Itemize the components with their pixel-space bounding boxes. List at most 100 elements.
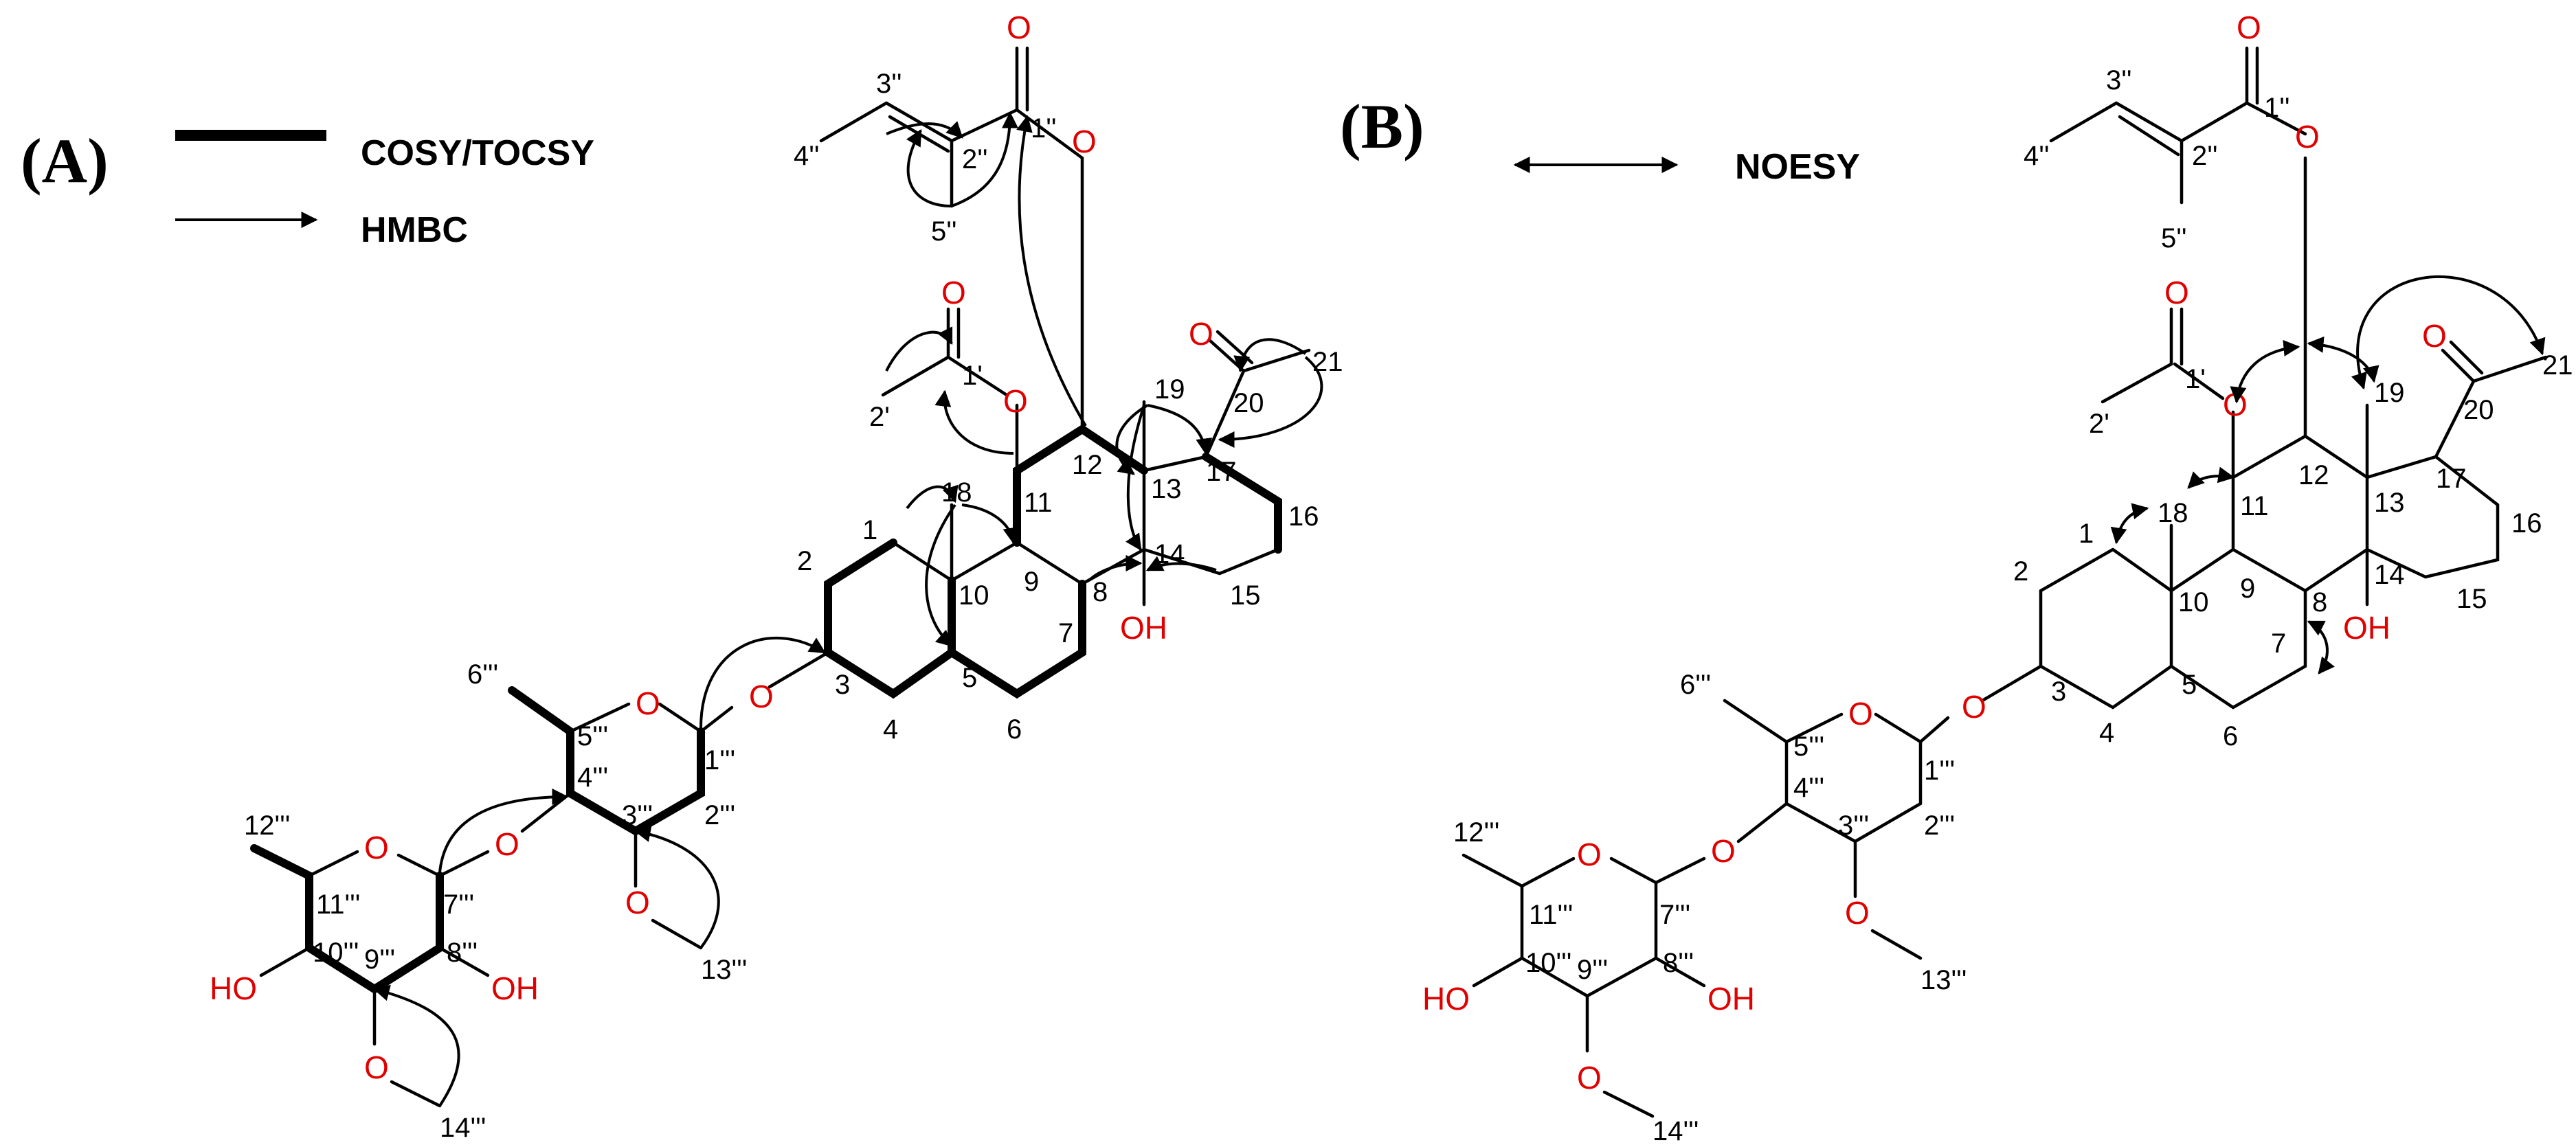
c10-hydroxyl: HO [210, 971, 257, 1006]
b-label-c12ppp: 12''' [1453, 817, 1499, 848]
hmbc-correlations [372, 111, 1323, 1107]
b-label-c11ppp: 11''' [1529, 900, 1573, 930]
b-label-c7ppp: 7''' [1659, 900, 1690, 930]
b-label-c4pp: 4'' [2024, 141, 2050, 171]
label-c18: 18 [941, 477, 972, 508]
ester-o: O [1072, 124, 1097, 159]
b-label-c6: 6 [2223, 721, 2238, 751]
b-c3-methoxy-o: O [1845, 895, 1870, 931]
b-label-c10ppp: 10''' [1525, 948, 1571, 978]
b-label-c18: 18 [2158, 498, 2188, 528]
ketone-o: O [1189, 316, 1213, 352]
panel-a-label: (A) [21, 126, 109, 196]
b-label-c9ppp: 9''' [1577, 955, 1608, 985]
panel-b-label: (B) [1340, 91, 1424, 161]
label-c17: 17 [1206, 457, 1237, 487]
b-label-c5ppp: 5''' [1793, 732, 1824, 762]
b-label-c1ppp: 1''' [1924, 756, 1955, 786]
b-c10-hydroxyl: HO [1422, 981, 1470, 1017]
label-c15: 15 [1230, 580, 1261, 611]
sugar1-ring-o: O [636, 685, 660, 721]
b-label-c11: 11 [2240, 491, 2269, 521]
b-label-c15: 15 [2456, 584, 2487, 614]
label-c8: 8 [1093, 577, 1108, 607]
label-c3ppp: 3''' [622, 800, 653, 830]
label-c13: 13 [1151, 474, 1182, 504]
b-label-c14: 14 [2374, 560, 2405, 590]
b-label-c20: 20 [2463, 395, 2494, 425]
b-c8-hydroxyl: OH [1707, 981, 1755, 1017]
noesy-correlations [2110, 275, 2546, 674]
c9-methoxy-o: O [364, 1050, 389, 1085]
molecule-b: O O O O O OH O O O O O OH HO O 1 2 3 4 5… [1422, 10, 2573, 1145]
label-c12: 12 [1072, 450, 1103, 480]
b-label-c4: 4 [2099, 718, 2114, 748]
label-c11: 11 [1024, 488, 1053, 518]
b-c14-hydroxyl: OH [2343, 610, 2390, 646]
label-c7ppp: 7''' [443, 889, 474, 920]
b-label-c8: 8 [2312, 587, 2327, 617]
label-c6ppp: 6''' [467, 659, 498, 690]
b-label-c9: 9 [2240, 574, 2255, 604]
b-label-c2p: 2' [2089, 409, 2109, 439]
b-label-c8ppp: 8''' [1663, 948, 1694, 978]
b-label-c12: 12 [2298, 460, 2329, 490]
c14-hydroxyl: OH [1120, 610, 1167, 646]
label-c10: 10 [959, 580, 989, 611]
noesy-legend-label: NOESY [1735, 147, 1860, 187]
label-c2pp: 2'' [962, 144, 988, 174]
b-sugar2-ring-o: O [1577, 837, 1602, 872]
label-c4ppp: 4''' [577, 762, 608, 793]
b-interglycosidic-o: O [1711, 833, 1736, 869]
label-c4: 4 [883, 714, 898, 745]
label-c11ppp: 11''' [316, 889, 360, 920]
label-c5: 5 [962, 663, 977, 693]
b-label-c19: 19 [2374, 378, 2405, 408]
label-c1ppp: 1''' [704, 745, 735, 775]
acetyl-o: O [1003, 383, 1028, 419]
b-label-c3: 3 [2051, 677, 2066, 707]
label-c1: 1 [862, 515, 877, 545]
interglycosidic-o: O [495, 826, 519, 862]
molecule-a: O O O O O OH O O O O O OH HO O 1 2 3 4 5… [210, 10, 1343, 1143]
label-c2p: 2' [869, 402, 890, 432]
label-c5pp: 5'' [931, 216, 957, 247]
label-c10ppp: 10''' [313, 938, 359, 968]
b-label-c6ppp: 6''' [1680, 670, 1711, 700]
b-label-c4ppp: 4''' [1793, 773, 1824, 803]
label-c1p: 1' [962, 361, 983, 391]
b-acetyl-carbonyl-o: O [2164, 275, 2189, 310]
b-label-c5pp: 5'' [2161, 223, 2187, 253]
b-label-c1p: 1' [2185, 364, 2206, 394]
label-c9ppp: 9''' [364, 944, 395, 975]
b-label-c16: 16 [2511, 508, 2542, 539]
b-label-c7: 7 [2271, 628, 2286, 659]
label-c8ppp: 8''' [447, 938, 478, 968]
label-c7: 7 [1058, 618, 1073, 648]
hmbc-legend-label: HMBC [361, 210, 468, 250]
acetyl-carbonyl-o: O [941, 275, 966, 310]
panel-b: (B) NOESY [1340, 10, 2573, 1145]
b-label-c10: 10 [2178, 587, 2209, 617]
b-label-c17: 17 [2436, 464, 2467, 494]
b-label-c14ppp: 14''' [1653, 1116, 1699, 1145]
label-c14ppp: 14''' [440, 1113, 486, 1143]
label-c13ppp: 13''' [701, 955, 747, 985]
b-label-c13ppp: 13''' [1920, 965, 1967, 995]
glycosidic-o: O [749, 679, 774, 714]
b-sugar1-ring-o: O [1848, 696, 1873, 732]
label-c12ppp: 12''' [244, 810, 290, 841]
b-c9-methoxy-o: O [1577, 1060, 1602, 1096]
b-label-c13: 13 [2374, 488, 2405, 518]
label-c6: 6 [1007, 714, 1022, 745]
label-c20: 20 [1233, 388, 1264, 418]
b-label-c3pp: 3'' [2106, 65, 2132, 95]
b-label-c3ppp: 3''' [1838, 810, 1869, 841]
label-c19: 19 [1154, 374, 1185, 405]
label-c2ppp: 2''' [704, 800, 735, 830]
b-label-c1: 1 [2079, 519, 2094, 549]
ester-carbonyl-o: O [1007, 10, 1031, 45]
label-c4pp: 4'' [794, 141, 820, 171]
label-c1pp: 1'' [1031, 113, 1057, 144]
